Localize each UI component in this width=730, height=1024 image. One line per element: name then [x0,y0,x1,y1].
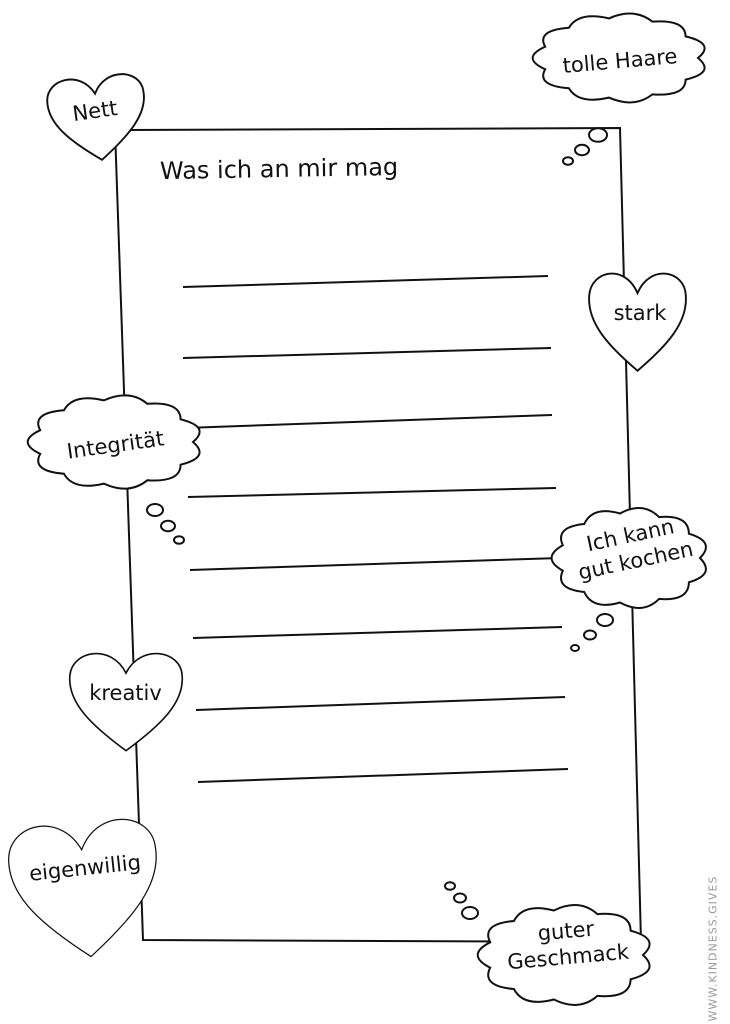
thought-cloud-kochen-icon [550,507,707,609]
thought-bubble-icon [596,613,614,627]
heart-eigenwillig-icon [6,816,165,963]
heart-nett-icon [45,72,150,165]
thought-bubble-icon [574,143,590,157]
writing-line[interactable] [182,275,549,288]
writing-line[interactable] [187,487,557,498]
heart-stark-icon [589,274,686,371]
thought-bubble-icon [583,629,597,641]
heart-label-stark: stark [613,301,667,325]
heart-kreativ-icon [70,654,183,751]
writing-line[interactable] [192,626,563,639]
heart-label-kreativ: kreativ [89,681,162,705]
writing-line[interactable] [189,557,561,571]
writing-line[interactable] [184,414,553,429]
thought-bubble-icon [461,906,479,920]
thought-cloud-geschmack-icon [476,904,651,1006]
thought-bubble-icon [146,503,164,517]
writing-lines [182,275,569,783]
thought-bubble-icon [588,127,608,143]
writing-line[interactable] [197,768,569,783]
thought-bubble-icon [173,535,185,545]
thought-cloud-tolle-haare-icon [531,12,706,104]
watermark: WWW.KINDNESS.GIVES [706,875,720,1022]
thought-bubble-icon [453,892,467,904]
thought-bubble-icon [570,644,580,652]
writing-line[interactable] [195,696,566,711]
thought-cloud-integritaet-icon [26,394,201,490]
thought-bubble-icon [160,519,176,533]
thought-bubble-icon [562,156,574,166]
writing-line[interactable] [182,347,552,359]
worksheet-title: Was ich an mir mag [159,152,399,186]
thought-bubble-icon [444,881,456,891]
